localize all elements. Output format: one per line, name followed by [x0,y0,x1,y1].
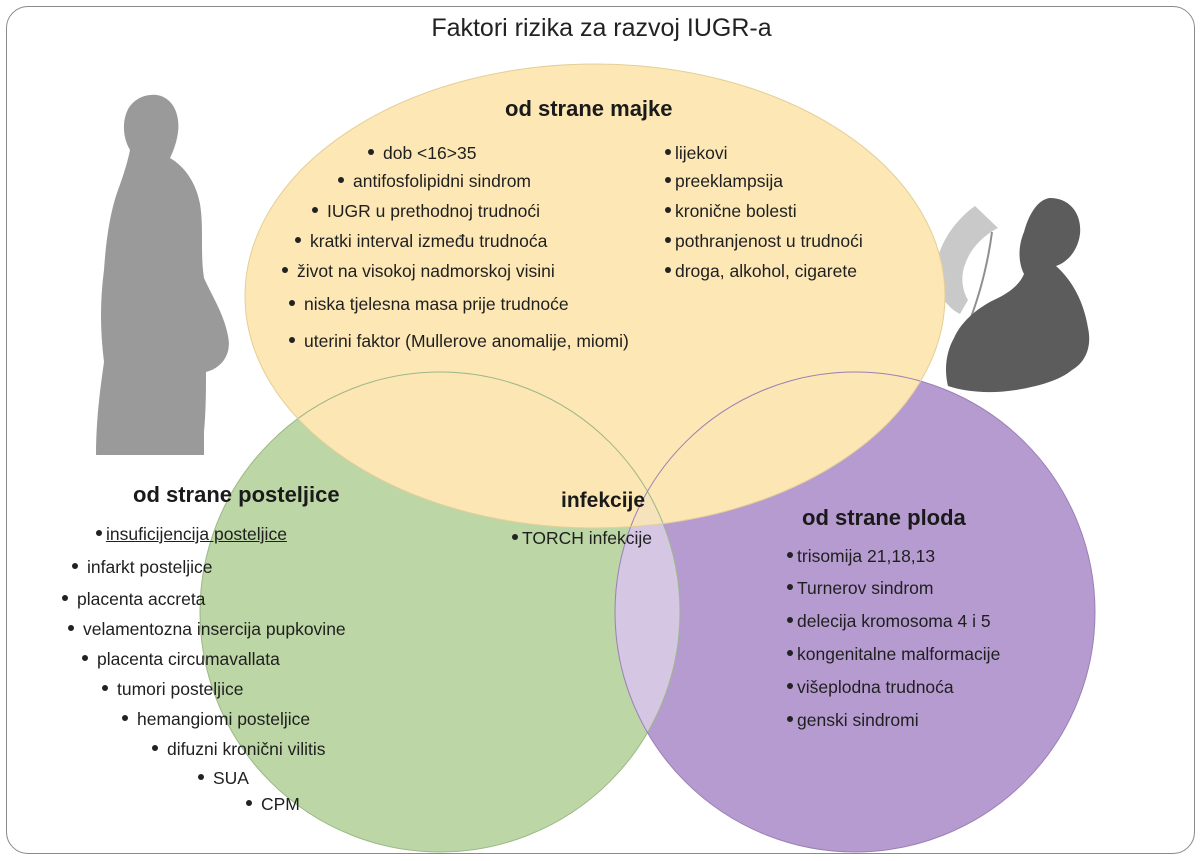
pregnant-woman-silhouette-icon [96,94,229,455]
maternal-item: antifosfolipidni sindrom [338,171,531,191]
bullet-icon [82,655,88,662]
bullet-icon [512,534,518,541]
bullet-icon [152,745,158,752]
placental-item: difuzni kronični vilitis [152,739,326,759]
bullet-icon [62,595,68,602]
placental-item: velamentozna insercija pupkovine [68,619,346,639]
fetal-item: Turnerov sindrom [787,578,933,598]
infection-heading: infekcije [561,489,646,512]
bullet-icon [787,683,793,690]
maternal-item: IUGR u prethodnoj trudnoći [312,201,540,221]
bullet-icon [68,625,74,632]
maternal-item: kratki interval između trudnoća [295,231,547,251]
malnourished-child-silhouette-icon [935,198,1090,393]
bullet-icon [665,267,671,274]
placental-item: CPM [246,794,300,814]
infection-item: TORCH infekcije [512,528,652,548]
bullet-icon [338,177,344,184]
placental-item: infarkt posteljice [72,557,212,577]
placental-item: hemangiomi posteljice [122,709,310,729]
bullet-icon [787,552,793,559]
maternal-item: niska tjelesna masa prije trudnoće [289,294,569,314]
placental-item: placenta accreta [62,589,205,609]
fetal-item: trisomija 21,18,13 [787,546,935,566]
bullet-icon [246,800,252,807]
bullet-icon [102,685,108,692]
maternal-item: droga, alkohol, cigarete [665,261,857,281]
bullet-icon [368,149,374,156]
bullet-icon [289,300,295,307]
bullet-icon [787,584,793,591]
maternal-heading: od strane majke [505,96,673,121]
bullet-icon [282,267,288,274]
placental-heading: od strane posteljice [133,482,340,507]
maternal-item: lijekovi [665,143,728,163]
maternal-item: život na visokoj nadmorskoj visini [282,261,555,281]
placental-item: insuficijencija posteljice [96,524,287,544]
maternal-item: pothranjenost u trudnoći [665,231,863,251]
maternal-item: preeklampsija [665,171,783,191]
diagram-title: Faktori rizika za razvoj IUGR-a [431,14,772,42]
maternal-item: dob <16>35 [368,143,476,163]
fetal-item: višeplodna trudnoća [787,677,954,697]
fetal-heading: od strane ploda [802,505,966,530]
fetal-item: delecija kromosoma 4 i 5 [787,611,991,631]
bullet-icon [198,774,204,781]
maternal-item: kronične bolesti [665,201,797,221]
bullet-icon [665,207,671,214]
bullet-icon [295,237,301,244]
bullet-icon [72,563,78,570]
fetal-item: kongenitalne malformacije [787,644,1000,664]
placental-item: placenta circumavallata [82,649,280,669]
bullet-icon [787,716,793,723]
bullet-icon [787,650,793,657]
bullet-icon [665,237,671,244]
placental-item: tumori posteljice [102,679,243,699]
placental-item: SUA [198,768,249,788]
bullet-icon [312,207,318,214]
bullet-icon [122,715,128,722]
maternal-circle-top [245,64,945,528]
bullet-icon [96,530,102,537]
bullet-icon [665,177,671,184]
bullet-icon [289,337,295,344]
maternal-item: uterini faktor (Mullerove anomalije, mio… [289,331,629,351]
bullet-icon [787,617,793,624]
fetal-item: genski sindromi [787,710,919,730]
bullet-icon [665,149,671,156]
